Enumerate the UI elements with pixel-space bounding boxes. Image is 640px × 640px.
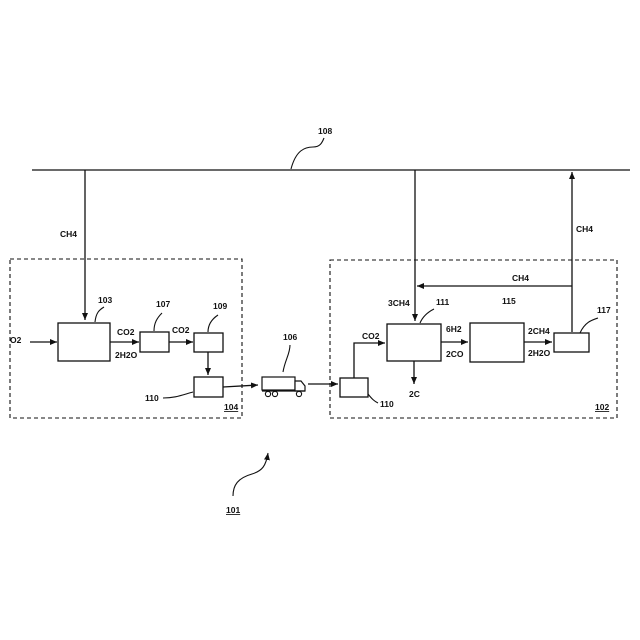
unit-110-left-ref: 110	[145, 393, 159, 403]
o2-input-label: O2	[10, 335, 22, 345]
unit-103-ref: 103	[98, 295, 112, 305]
unit-103-leader	[95, 307, 104, 322]
unit-111	[387, 324, 441, 361]
unit-117	[554, 333, 589, 352]
unit-107	[140, 332, 169, 352]
unit-109-leader	[208, 315, 218, 332]
unit-111-leader	[420, 309, 434, 323]
unit-109	[194, 333, 223, 352]
system-leader	[233, 453, 268, 496]
unit-111-ref: 111	[436, 297, 450, 307]
site-102-ref: 102	[595, 402, 609, 412]
unit-109-ref: 109	[213, 301, 227, 311]
unit-107-leader	[154, 313, 162, 331]
co2-label-b: CO2	[172, 325, 190, 335]
system-ref: 101	[226, 505, 240, 515]
unit-110-right-ref: 110	[380, 399, 394, 409]
ch4-left-label: CH4	[60, 229, 77, 239]
co2-label-a: CO2	[117, 327, 135, 337]
pipeline-leader	[291, 138, 324, 169]
ch4-2-label: 2CH4	[528, 326, 550, 336]
carbon-label: 2C	[409, 389, 420, 399]
pipeline-ref: 108	[318, 126, 332, 136]
unit-107-ref: 107	[156, 299, 170, 309]
ch4-return-label: CH4	[576, 224, 593, 234]
ch4-recycle-label: CH4	[512, 273, 529, 283]
truck-icon	[262, 377, 305, 397]
unit-117-ref: 117	[597, 305, 611, 315]
unit-110-right-leader	[368, 394, 378, 403]
h2o-2-label: 2H2O	[528, 348, 551, 358]
site-104-ref: 104	[224, 402, 238, 412]
arrow-110-111	[354, 343, 385, 378]
unit-115-ref: 115	[502, 296, 516, 306]
unit-117-leader	[580, 318, 598, 333]
co2-label-c: CO2	[362, 331, 380, 341]
unit-103	[58, 323, 110, 361]
truck-leader	[283, 345, 290, 372]
unit-110-left	[194, 377, 223, 397]
co-label: 2CO	[446, 349, 464, 359]
unit-110-left-leader	[163, 392, 193, 398]
h2o-label-a: 2H2O	[115, 350, 138, 360]
truck-ref: 106	[283, 332, 297, 342]
arrow-110-truck	[223, 385, 258, 387]
unit-110-right	[340, 378, 368, 397]
ch4-3-label: 3CH4	[388, 298, 410, 308]
h2-label: 6H2	[446, 324, 462, 334]
unit-115	[470, 323, 524, 362]
